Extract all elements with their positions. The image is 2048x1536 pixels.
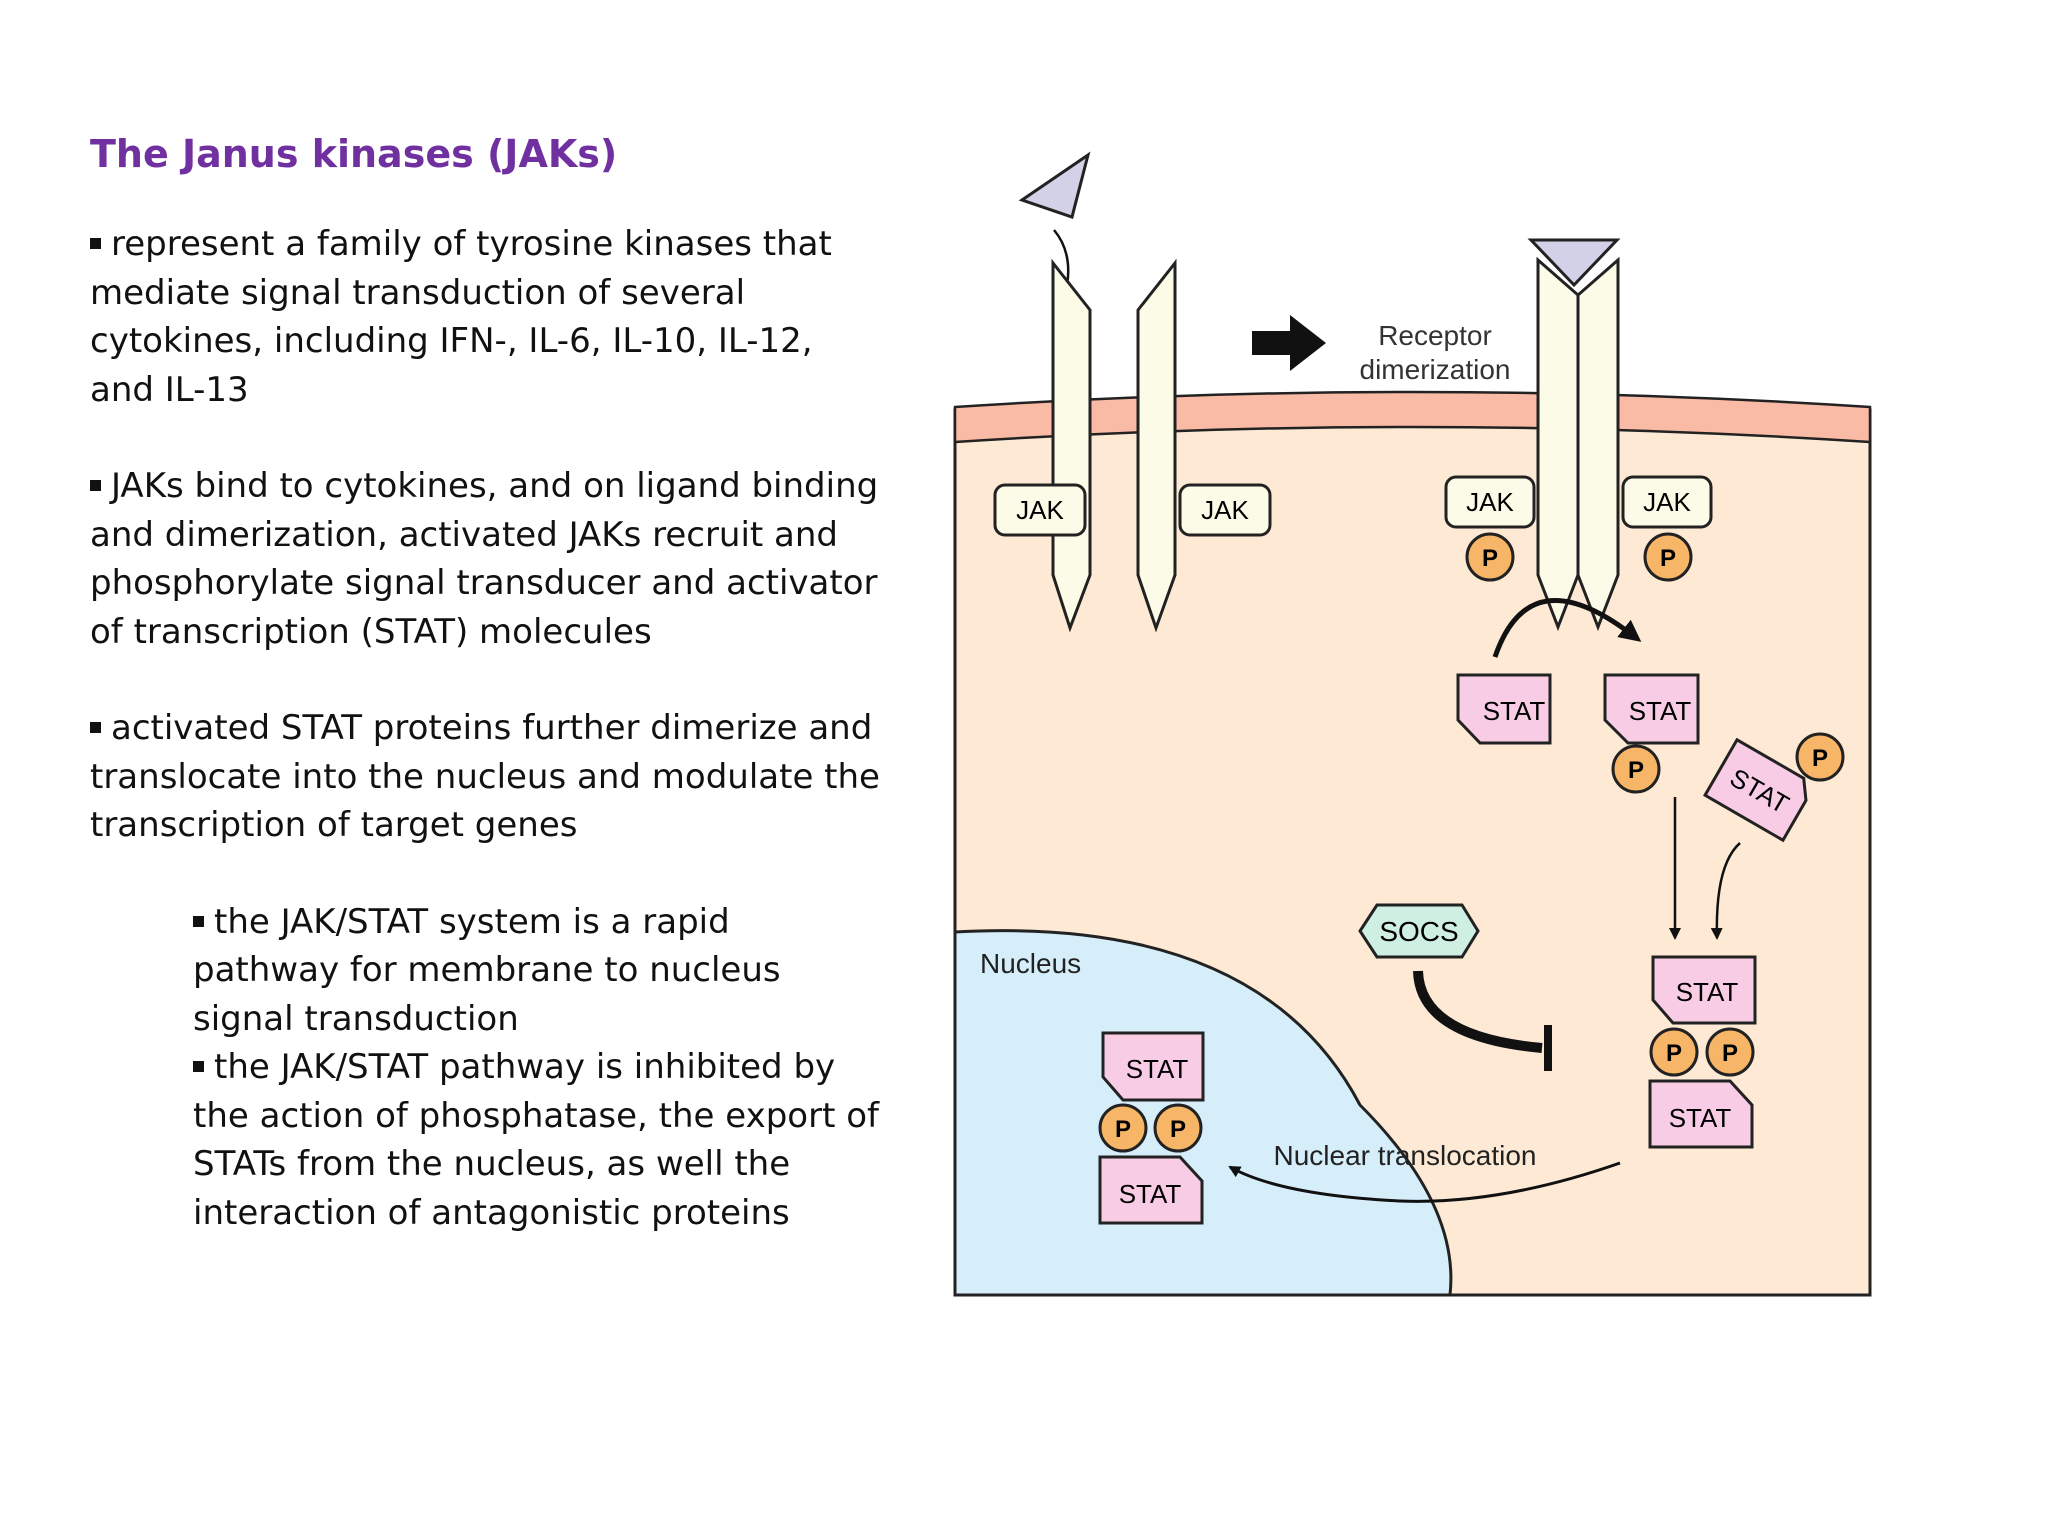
stat-label: STAT	[1483, 696, 1546, 726]
bullet-3-text: activated STAT proteins further dimerize…	[90, 708, 880, 845]
bullet-2: JAKs bind to cytokines, and on ligand bi…	[90, 462, 880, 656]
phosphate-label: P	[1628, 757, 1644, 784]
sub-bullet-1: the JAK/STAT system is a rapid pathway f…	[193, 898, 880, 1044]
jak-box	[1444, 475, 1536, 529]
phosphate-label: P	[1722, 1040, 1738, 1067]
bullet-square-icon	[193, 1061, 204, 1072]
phosphate-label: P	[1482, 545, 1498, 572]
receptor-left-b	[1136, 258, 1177, 633]
jak-label: JAK	[1643, 487, 1691, 517]
bullet-1-text: represent a family of tyrosine kinases t…	[90, 224, 832, 410]
jak-stat-diagram: Receptor dimerization JAK JAK JAK JAK P …	[940, 145, 1880, 1305]
stat-block	[1456, 673, 1552, 745]
sub-bullet-2-text: the JAK/STAT pathway is inhibited by the…	[193, 1047, 879, 1233]
receptor-label-line2: dimerization	[1360, 354, 1511, 385]
sub-bullet-list: the JAK/STAT system is a rapid pathway f…	[193, 898, 880, 1238]
jak-box	[1178, 483, 1272, 537]
phosphate-icon	[1465, 532, 1515, 582]
receptor-right-a	[1536, 256, 1580, 632]
ligand-left	[1018, 151, 1091, 219]
phosphate-label: P	[1170, 1116, 1186, 1143]
bullet-square-icon	[193, 915, 204, 927]
phosphate-icon	[1795, 732, 1845, 782]
stat-label: STAT	[1119, 1179, 1182, 1209]
jak-label: JAK	[1466, 487, 1514, 517]
stat-label: STAT	[1676, 977, 1739, 1007]
stat-label: STAT	[1629, 696, 1692, 726]
phosphate-label: P	[1115, 1116, 1131, 1143]
cell-membrane	[953, 390, 1872, 444]
jak-box	[1621, 475, 1713, 529]
phosphate-label: P	[1666, 1040, 1682, 1067]
stat-dimerize-arrow	[1710, 842, 1741, 940]
jak-label: JAK	[1016, 495, 1064, 525]
bullet-1: represent a family of tyrosine kinases t…	[90, 220, 880, 414]
slide-title: The Janus kinases (JAKs)	[90, 132, 618, 176]
nuclear-translocation-arrow	[1228, 1161, 1621, 1203]
sub-bullet-2: the JAK/STAT pathway is inhibited by the…	[193, 1043, 880, 1237]
translocation-label: Nuclear translocation	[1273, 1140, 1536, 1171]
stat-block	[1648, 1079, 1754, 1149]
receptor-label-line1: Receptor	[1378, 320, 1492, 351]
phosphate-label: P	[1660, 545, 1676, 572]
bullet-square-icon	[90, 238, 101, 249]
nucleus	[955, 929, 1453, 1295]
phosphate-icon	[1643, 532, 1693, 582]
stat-block	[1101, 1031, 1205, 1102]
stat-recruit-arrow	[1492, 598, 1642, 658]
nucleus-label: Nucleus	[980, 948, 1081, 979]
socs-hexagon	[1358, 903, 1480, 959]
stat-block	[1702, 737, 1808, 843]
bullet-square-icon	[90, 480, 101, 491]
phosphate-icon	[1649, 1027, 1699, 1077]
phosphate-icon	[1611, 744, 1661, 794]
jak-stat-diagram-svg: Receptor dimerization JAK JAK JAK JAK P …	[953, 151, 1872, 1297]
stat-label: STAT	[1126, 1054, 1189, 1084]
ligand-right	[1527, 238, 1621, 288]
bullet-2-text: JAKs bind to cytokines, and on ligand bi…	[90, 466, 879, 652]
stat-block	[1651, 955, 1757, 1025]
stat-tilted-group: STAT	[1702, 737, 1808, 843]
jak-box	[993, 483, 1087, 537]
bullet-3: activated STAT proteins further dimerize…	[90, 704, 880, 850]
receptor-left-a	[1051, 258, 1092, 633]
phosphate-icon	[1705, 1027, 1755, 1077]
phosphate-icon	[1098, 1103, 1148, 1153]
jak-label: JAK	[1201, 495, 1249, 525]
socs-inhibition-line	[1413, 970, 1543, 1053]
phosphate-label: P	[1812, 745, 1828, 772]
text-column: The Janus kinases (JAKs) represent a fam…	[90, 128, 880, 1237]
sub-bullet-1-text: the JAK/STAT system is a rapid pathway f…	[193, 901, 781, 1039]
dimerization-arrow-icon	[1252, 315, 1326, 371]
phosphate-icon	[1153, 1103, 1203, 1153]
stat-label: STAT	[1669, 1103, 1732, 1133]
bullet-square-icon	[90, 722, 101, 733]
stat-block	[1603, 673, 1700, 745]
socs-label: SOCS	[1379, 916, 1458, 947]
stat-block	[1098, 1155, 1204, 1225]
receptor-right-b	[1576, 256, 1620, 632]
